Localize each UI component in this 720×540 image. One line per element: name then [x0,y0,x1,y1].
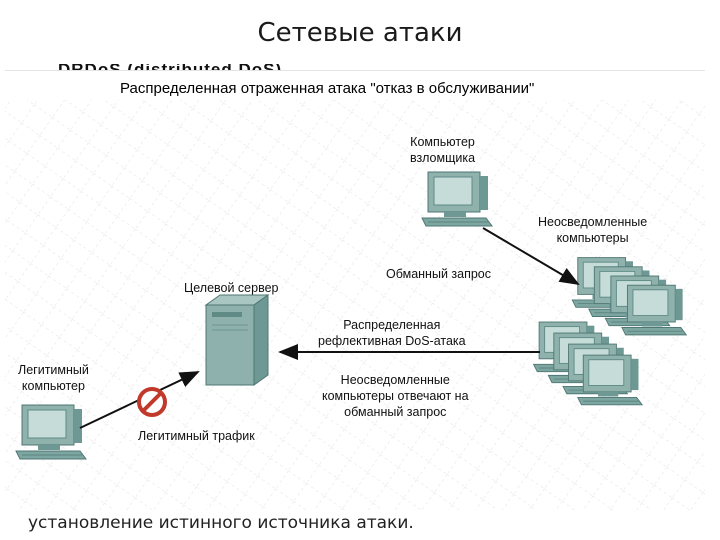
bottom-text: установление истинного источника атаки. [28,513,414,533]
label-attacker: Компьютер взломщика [410,134,475,166]
label-ddos: Распределенная рефлективная DoS-атака [318,317,466,349]
label-ddos-line1: Распределенная [343,318,441,332]
label-attacker-line2: взломщика [410,151,476,165]
slide-title: Сетевые атаки [257,18,463,48]
label-response-line3: обманный запрос [344,405,447,419]
legit-computer-icon [15,404,87,460]
label-legit-traffic: Легитимный трафик [138,429,255,443]
label-attacker-line1: Компьютер [410,135,475,149]
label-target-server: Целевой сервер [184,281,279,295]
label-response-line2: компьютеры отвечают на [322,389,469,403]
label-unaware-line2: компьютеры [556,231,629,245]
blocked-icon [137,387,167,417]
label-legit-line1: Легитимный [18,363,89,377]
label-unaware-line1: Неосведомленные [538,215,648,229]
label-legit-computer: Легитимный компьютер [18,362,89,394]
spoofed-request-arrow [482,227,580,286]
label-ddos-line2: рефлективная DoS-атака [318,334,466,348]
label-legit-line2: компьютер [21,379,85,393]
label-unaware-response: Неосведомленные компьютеры отвечают на о… [322,372,469,420]
label-unaware: Неосведомленные компьютеры [538,214,647,246]
label-response-line1: Неосведомленные [340,373,450,387]
label-spoofed-request: Обманный запрос [386,267,492,281]
target-server-icon [204,294,270,386]
figure-title: Распределенная отраженная атака "отказ в… [120,80,535,97]
attacker-computer-icon [421,171,493,227]
